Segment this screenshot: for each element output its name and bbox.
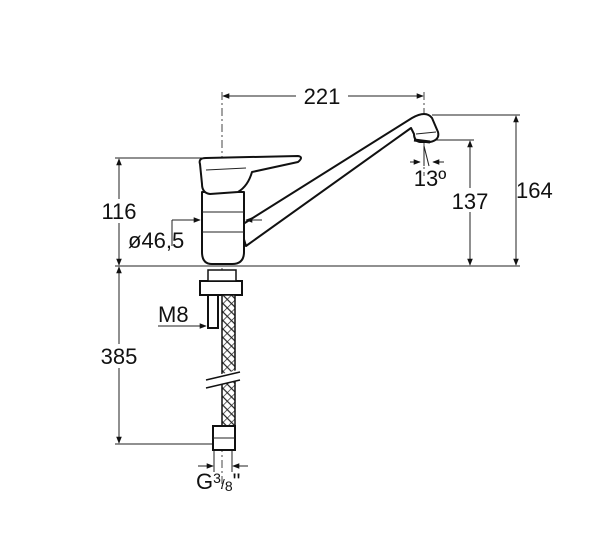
dim-thread-label: G3/8" xyxy=(196,469,240,494)
dim-137-label: 137 xyxy=(452,189,489,214)
mounting-nut xyxy=(199,280,243,296)
aerator xyxy=(413,138,431,144)
washer xyxy=(207,269,237,282)
dim-thread-prefix: G xyxy=(196,469,213,494)
lever-handle xyxy=(198,155,302,195)
dim-221-label: 221 xyxy=(304,84,341,109)
dim-thread-denominator: 8 xyxy=(225,478,233,494)
flex-hose xyxy=(221,294,236,427)
dim-137-bg xyxy=(450,188,494,212)
dim-diameter-label: ø46,5 xyxy=(128,228,184,253)
dim-thread-suffix: " xyxy=(233,469,241,494)
dim-116-bg xyxy=(96,199,142,223)
lever-line xyxy=(205,167,247,171)
hose-break-lower xyxy=(205,379,241,389)
dim-221-bg xyxy=(296,84,348,108)
dim-385-bg xyxy=(94,344,144,368)
aerator-ring xyxy=(415,131,437,135)
dim-thread-slash: / xyxy=(221,476,225,492)
spout xyxy=(239,113,440,247)
hose-break-upper xyxy=(205,371,241,381)
dim-thread-numerator: 3 xyxy=(213,470,221,486)
dim-m8-label: M8 xyxy=(158,302,189,327)
dim-13-leg-b xyxy=(423,145,430,167)
dim-164-label: 164 xyxy=(516,178,553,203)
dim-13-label: 13º xyxy=(414,166,447,191)
faucet-body xyxy=(201,191,245,265)
m8-stud xyxy=(207,294,219,329)
dim-385-label: 385 xyxy=(101,344,138,369)
dim-116-label: 116 xyxy=(101,199,136,224)
